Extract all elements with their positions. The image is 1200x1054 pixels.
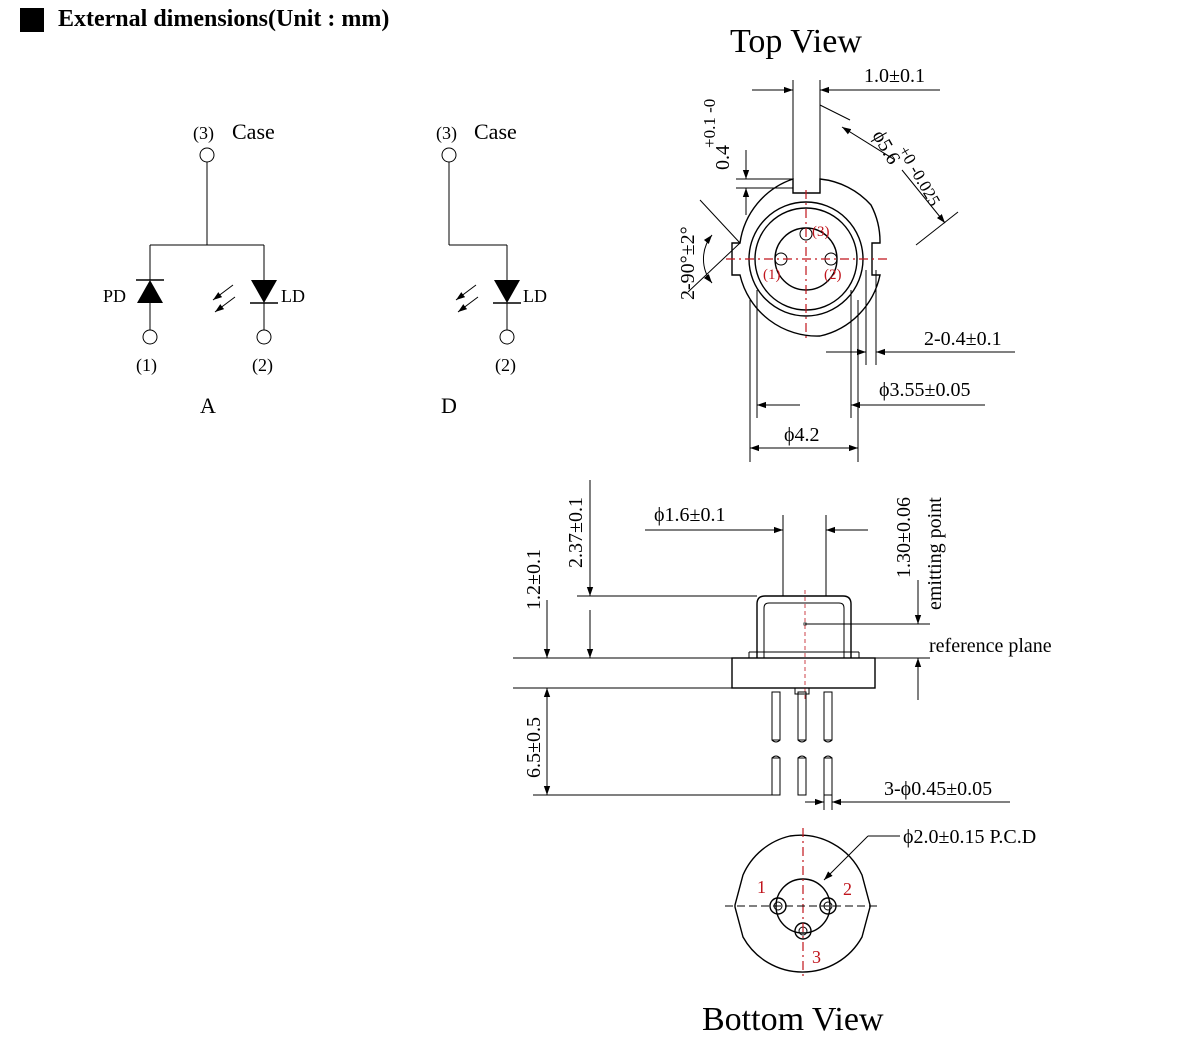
circuit-a: (3) Case PD LD (1) (2) A (103, 119, 305, 418)
laser-diode-symbol (251, 280, 277, 303)
dim-cap-window: ϕ1.6±0.1 (654, 504, 726, 526)
circuit-a-pin1-terminal (142, 329, 158, 345)
lead-1-lower (771, 757, 781, 796)
dim-flange-height: 1.2±0.1 (523, 549, 545, 610)
bottom-view-pin2-label: 2 (843, 879, 852, 899)
circuit-a-case-terminal (199, 147, 215, 163)
reference-plane-label: reference plane (929, 635, 1052, 657)
dim-notch-depth-tol: +0.1 -0 (700, 99, 719, 148)
circuit-d: (3) Case LD (2) D (436, 119, 547, 418)
top-view-title: Top View (730, 23, 862, 60)
top-view: Top View (1) (2) (3) 1.0±0.1 0.4 +0.1 -0… (677, 23, 1015, 462)
section-title: External dimensions(Unit : mm) (58, 6, 390, 32)
dim-lead-length: 6.5±0.5 (523, 717, 545, 778)
bottom-view-pin1-label: 1 (757, 877, 766, 897)
flange-body (731, 657, 876, 689)
circuit-d-label: D (441, 393, 457, 418)
lead-1-upper (771, 691, 781, 741)
lead-2-lower (823, 757, 833, 796)
ld-label: LD (281, 286, 305, 306)
circuit-d-pin2-terminal (499, 329, 515, 345)
top-view-pin3-label: (3) (812, 224, 830, 240)
circuit-d-pin3-label: (3) (436, 123, 457, 144)
bottom-view-title: Bottom View (702, 1001, 884, 1038)
lead-2-upper (823, 691, 833, 741)
dim-lead-dia: 3-ϕ0.45±0.05 (884, 778, 992, 800)
circuit-d-pin2-label: (2) (495, 355, 516, 376)
dim-cap-dia: ϕ3.55±0.05 (879, 379, 971, 401)
pd-label: PD (103, 286, 126, 306)
lead-3-lower (797, 757, 807, 796)
section-header: External dimensions(Unit : mm) (20, 6, 389, 33)
dim-flange-dia: ϕ5.6 (868, 127, 905, 169)
emitting-point-label: emitting point (924, 497, 946, 610)
photodiode-symbol (137, 280, 163, 303)
bottom-view-pin3-label: 3 (812, 947, 821, 967)
dim-pcd: ϕ2.0±0.15 P.C.D (903, 826, 1036, 848)
circuit-a-pin3-label: (3) (193, 123, 214, 144)
circuit-a-pin2-terminal (256, 329, 272, 345)
top-view-pin2-label: (2) (824, 267, 842, 283)
laser-diode-symbol (494, 280, 520, 303)
dim-notch-depth: 0.4 (712, 145, 734, 170)
cap-body (756, 595, 852, 658)
square-bullet-icon (20, 7, 44, 32)
circuit-a-case-label: Case (232, 119, 275, 144)
circuit-a-pin1-label: (1) (136, 355, 157, 376)
circuit-d-case-label: Case (474, 119, 517, 144)
circuit-d-case-terminal (441, 147, 457, 163)
side-view: ϕ1.6±0.1 2.37±0.1 1.2±0.1 6.5±0.5 1.30±0… (513, 480, 1052, 810)
bottom-view: 1 2 3 ϕ2.0±0.15 P.C.D Bottom View (702, 826, 1036, 1038)
dim-cap-height: 2.37±0.1 (565, 497, 587, 568)
top-view-pin1-label: (1) (763, 267, 781, 283)
dim-emitting-height: 1.30±0.06 (893, 497, 915, 578)
dim-body-dia: ϕ4.2 (784, 424, 820, 446)
dim-pin-size: 2-0.4±0.1 (924, 328, 1002, 350)
top-view-flange (731, 178, 881, 337)
circuit-a-pin2-label: (2) (252, 355, 273, 376)
bottom-view-flange (734, 834, 871, 973)
circuit-a-label: A (200, 393, 216, 418)
dim-flange-dia-tol: +0 -0.025 (895, 143, 945, 210)
circuit-d-ld-label: LD (523, 286, 547, 306)
dim-angle: 2-90°±2° (677, 226, 699, 300)
lead-3-upper (797, 691, 807, 741)
dim-notch-width: 1.0±0.1 (864, 65, 925, 87)
